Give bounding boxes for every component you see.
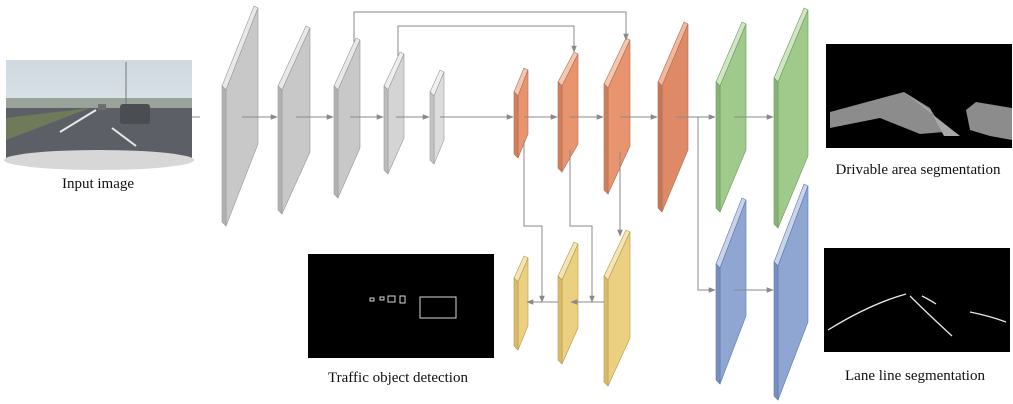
arrow-neck4-to-lane1 [686, 116, 716, 293]
neck-slab-2 [557, 51, 579, 174]
lane-slab-2 [773, 183, 809, 401]
bbox-3 [387, 295, 396, 303]
neck-slab-1 [513, 67, 529, 159]
detection-output [308, 254, 494, 358]
drivable-slab-2 [773, 7, 809, 229]
lane-output [824, 248, 1010, 352]
encoder-slab-5 [429, 69, 445, 165]
arrow-neck1-to-detect1 [523, 140, 545, 303]
drivable-caption: Drivable area segmentation [836, 162, 1001, 178]
neck-slab-3 [603, 37, 631, 195]
drivable-output [826, 44, 1012, 148]
connector-arrows [192, 11, 774, 305]
detect-slab-2 [557, 241, 579, 365]
encoder-slab-2 [277, 25, 311, 215]
bbox-5 [419, 296, 457, 319]
input-image-caption: Input image [62, 176, 134, 192]
encoder-slab-3 [333, 37, 361, 199]
detection-caption: Traffic object detection [328, 370, 468, 386]
lane-caption: Lane line segmentation [845, 368, 985, 384]
detect-slab-1 [513, 255, 529, 351]
input-image [4, 60, 194, 170]
lane-slab-1 [715, 197, 747, 385]
bbox-2 [379, 296, 385, 301]
bbox-4 [399, 295, 406, 304]
neck-slab-4 [657, 21, 689, 213]
skip-enc3-to-neck3 [353, 11, 629, 42]
arrow-neck2-to-detect2 [569, 150, 595, 303]
bbox-1 [369, 297, 375, 302]
encoder-slab-4 [383, 51, 405, 175]
detect-slab-3 [603, 229, 631, 387]
encoder-slab-1 [221, 5, 259, 227]
skip-enc4-to-neck2 [397, 25, 577, 56]
drivable-slab-1 [715, 21, 747, 213]
